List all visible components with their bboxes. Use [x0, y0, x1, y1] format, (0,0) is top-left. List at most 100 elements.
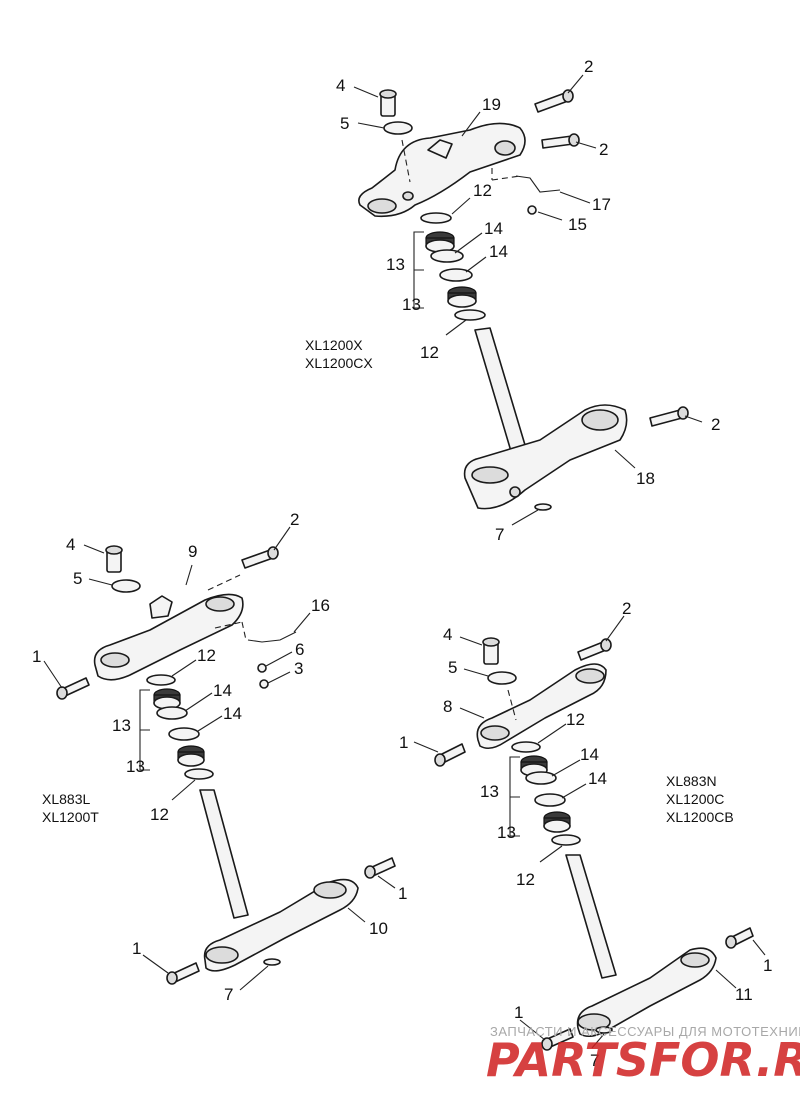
callout-18-top: 18 [636, 469, 655, 488]
callout-12-left-b: 12 [150, 805, 169, 824]
clip-17-top [515, 175, 561, 193]
upper-triple-clamp-19 [358, 122, 526, 218]
callout-13-top-b: 13 [402, 295, 421, 314]
bearing-13-left-upper [153, 688, 181, 710]
callout-12-top-b: 12 [420, 343, 439, 362]
model-label-right-1: XL883N [666, 773, 717, 789]
seal-12-left-lower [184, 768, 214, 780]
callout-2-right: 2 [622, 599, 631, 618]
callout-9-left: 9 [188, 542, 197, 561]
callout-14-left-b: 14 [223, 704, 242, 723]
lock-7-right [595, 1026, 613, 1034]
callout-13-right-b: 13 [497, 823, 516, 842]
nut-6-left [257, 663, 267, 673]
bearing-13-left-lower [177, 745, 205, 767]
callout-1-right-a: 1 [399, 733, 408, 752]
callout-17-top: 17 [592, 195, 611, 214]
watermark-tagline: ЗАПЧАСТИ И АКСЕССУАРЫ ДЛЯ МОТОТЕХНИКИ [490, 1024, 800, 1039]
washer-5-right [487, 671, 517, 685]
seal-12-right-lower [551, 834, 581, 846]
clip-16-left [247, 631, 297, 643]
watermark-logo: PARTSFOR.RU [486, 1033, 800, 1087]
callout-13-left-a: 13 [112, 716, 131, 735]
callout-1-left-c: 1 [132, 939, 141, 958]
callout-15-top: 15 [568, 215, 587, 234]
callout-2-left: 2 [290, 510, 299, 529]
seal-12-top-upper [420, 212, 452, 224]
assembly-right: 4 2 5 8 12 1 14 14 13 13 12 1 11 1 7 XL8… [399, 599, 772, 1070]
race-14-left-a [156, 706, 188, 720]
model-label-right-3: XL1200CB [666, 809, 734, 825]
model-label-left-2: XL1200T [42, 809, 99, 825]
callout-12-top-a: 12 [473, 181, 492, 200]
bearing-13-top-lower [447, 286, 477, 308]
model-label-right-2: XL1200C [666, 791, 724, 807]
callout-13-top-a: 13 [386, 255, 405, 274]
model-label-left-1: XL883L [42, 791, 90, 807]
callout-16-left: 16 [311, 596, 330, 615]
callout-4-top: 4 [336, 76, 345, 95]
callout-14-top-a: 14 [484, 219, 503, 238]
upper-triple-clamp-8 [476, 663, 607, 750]
race-14-left-b [168, 727, 200, 741]
callout-19-top: 19 [482, 95, 501, 114]
screw-15-top [527, 205, 537, 215]
callout-1-left-a: 1 [32, 647, 41, 666]
model-label-top-1: XL1200X [305, 337, 363, 353]
callout-3-left: 3 [294, 659, 303, 678]
callout-2-top-c: 2 [711, 415, 720, 434]
lower-triple-clamp-10 [203, 878, 359, 972]
callout-7-left: 7 [224, 985, 233, 1004]
callout-1-right-c: 1 [514, 1003, 523, 1022]
callout-14-right-a: 14 [580, 745, 599, 764]
stem-left [199, 789, 249, 919]
callout-13-right-a: 13 [480, 782, 499, 801]
callout-5-right: 5 [448, 658, 457, 677]
callout-11-right: 11 [735, 985, 753, 1004]
stem-right [565, 854, 617, 979]
bearing-13-top-upper [425, 231, 455, 253]
callout-1-left-b: 1 [398, 884, 407, 903]
bearing-13-right-lower [543, 811, 571, 833]
callout-5-top: 5 [340, 114, 349, 133]
watermark: ЗАПЧАСТИ И АКСЕССУАРЫ ДЛЯ МОТОТЕХНИКИ PA… [486, 1024, 800, 1087]
seal-12-left-upper [146, 674, 176, 686]
upper-triple-clamp-9 [93, 593, 244, 681]
seal-12-right-upper [511, 741, 541, 753]
race-14-right-a [525, 771, 557, 785]
race-14-top-a [430, 249, 464, 263]
callout-4-right: 4 [443, 625, 452, 644]
screw-3-left [259, 679, 269, 689]
bearing-13-right-upper [520, 755, 548, 777]
callout-1-right-b: 1 [763, 956, 772, 975]
race-14-top-b [439, 268, 473, 282]
callout-2-top-a: 2 [584, 57, 593, 76]
assembly-left: 4 9 2 5 16 6 3 1 12 14 14 13 13 12 1 10 … [32, 510, 407, 1004]
callout-5-left: 5 [73, 569, 82, 588]
callout-6-left: 6 [295, 640, 304, 659]
callout-13-left-b: 13 [126, 757, 145, 776]
washer-5-top [383, 121, 413, 135]
seal-12-top-lower [454, 309, 486, 321]
race-14-right-b [534, 793, 566, 807]
callout-10-left: 10 [369, 919, 388, 938]
callout-12-right-b: 12 [516, 870, 535, 889]
stem-top [474, 327, 529, 459]
callout-14-left-a: 14 [213, 681, 232, 700]
callout-12-right-a: 12 [566, 710, 585, 729]
lower-triple-clamp-18 [463, 404, 628, 510]
assembly-top: 2 2 2 4 5 19 12 17 15 14 14 13 13 12 18 … [305, 57, 720, 544]
model-label-top-2: XL1200CX [305, 355, 373, 371]
callout-12-left-a: 12 [197, 646, 216, 665]
bolt-2-top-c [649, 409, 683, 427]
lock-7-top [534, 503, 552, 511]
callout-7-top: 7 [495, 525, 504, 544]
callout-8-right: 8 [443, 697, 452, 716]
washer-5-left [111, 579, 141, 593]
callout-4-left: 4 [66, 535, 75, 554]
callout-7-right: 7 [590, 1051, 599, 1070]
lower-triple-clamp-11 [576, 947, 717, 1038]
callout-2-top-b: 2 [599, 140, 608, 159]
lock-7-left [263, 958, 281, 966]
